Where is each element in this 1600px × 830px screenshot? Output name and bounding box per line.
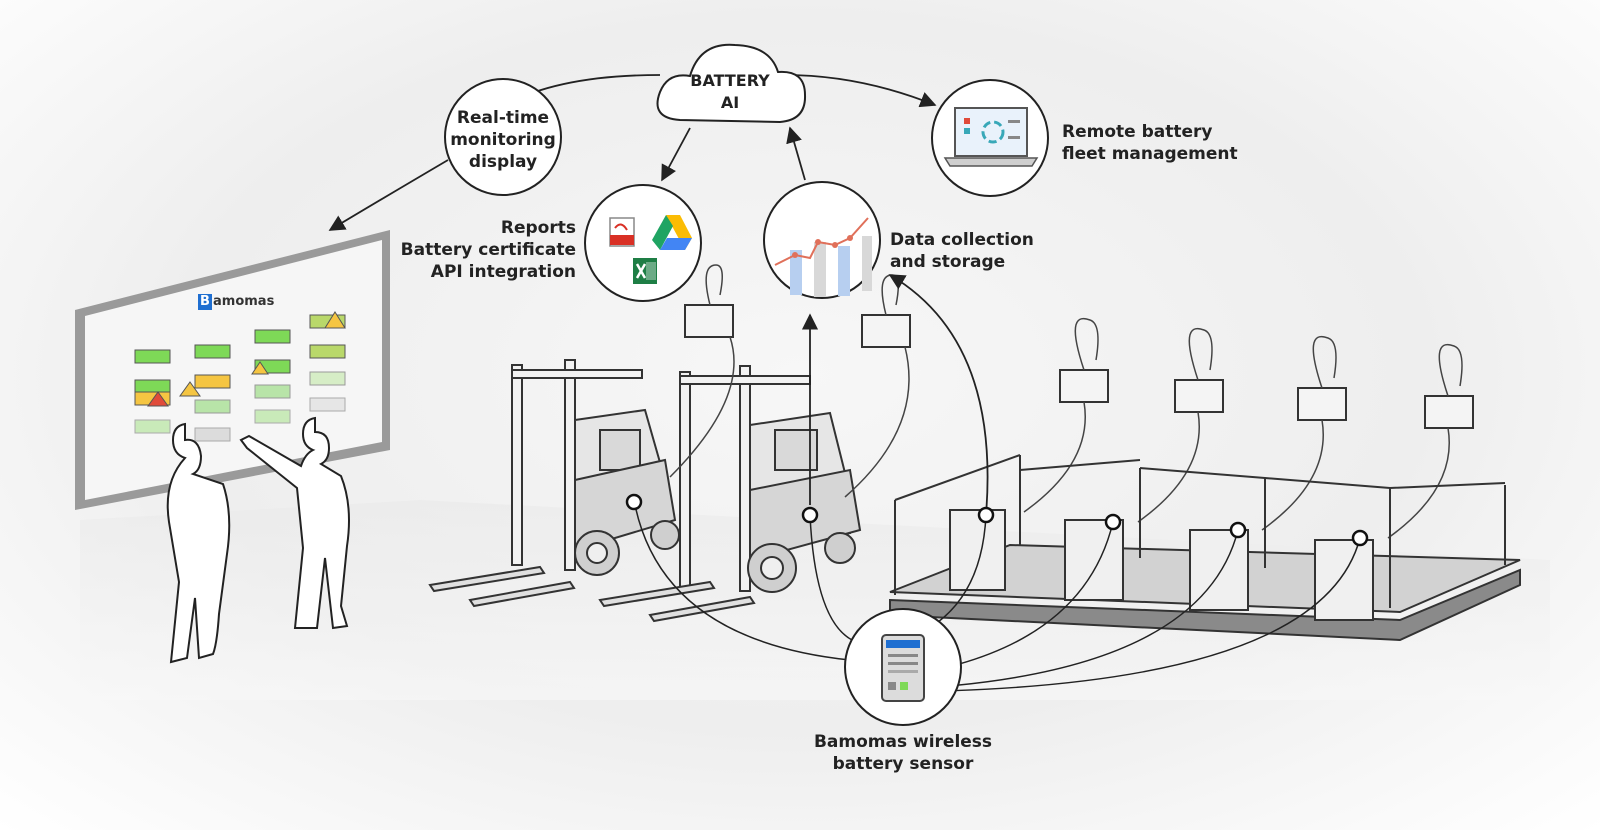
data-label-line1: Data collection <box>890 230 1034 250</box>
sensor-attach-points <box>625 493 1369 547</box>
flow-arrows <box>328 74 989 516</box>
battery-icon <box>949 509 1374 621</box>
screen-battery-grid <box>134 311 346 442</box>
reports-node-circle <box>584 184 702 302</box>
sensor-connections <box>633 499 1361 693</box>
pdf-icon <box>609 217 635 247</box>
person-icon <box>166 422 231 664</box>
cloud-label: BATTERY AI <box>660 70 800 114</box>
reports-label: Reports Battery certificate API integrat… <box>400 217 576 283</box>
realtime-label: Real-time monitoring display <box>445 107 561 173</box>
realtime-label-line1: Real-time <box>456 108 550 128</box>
person-icon <box>239 416 350 630</box>
line-chart-icon <box>774 217 872 297</box>
cloud-label-line2: AI <box>720 93 740 112</box>
charger-icon <box>684 304 1474 429</box>
laptop-icon <box>943 107 1039 167</box>
google-drive-icon <box>652 215 692 250</box>
remote-label: Remote battery fleet management <box>1062 121 1238 165</box>
sensor-label-line2: battery sensor <box>832 754 974 774</box>
sensor-device-icon <box>881 634 925 702</box>
wall-display <box>75 230 390 510</box>
excel-icon <box>633 258 657 284</box>
brand-rest: amomas <box>213 294 275 309</box>
charger-cables <box>669 264 1463 539</box>
reports-label-line2: Battery certificate <box>400 240 576 260</box>
reports-label-line3: API integration <box>430 262 576 282</box>
realtime-label-line3: display <box>468 152 538 172</box>
reports-label-line1: Reports <box>500 218 576 238</box>
realtime-node-circle <box>444 78 562 196</box>
data-label: Data collection and storage <box>890 229 1034 273</box>
remote-label-line2: fleet management <box>1062 144 1238 164</box>
data-label-line2: and storage <box>890 252 1006 272</box>
cloud-label-line1: BATTERY <box>690 71 770 90</box>
brand-initial: B <box>198 294 212 310</box>
sensor-label-line1: Bamomas wireless <box>813 732 993 752</box>
sensor-label: Bamomas wireless battery sensor <box>800 731 1006 775</box>
cloud-icon <box>656 43 807 124</box>
realtime-label-line2: monitoring <box>450 130 556 150</box>
forklift-icon <box>428 359 680 608</box>
remote-label-line1: Remote battery <box>1062 122 1213 142</box>
